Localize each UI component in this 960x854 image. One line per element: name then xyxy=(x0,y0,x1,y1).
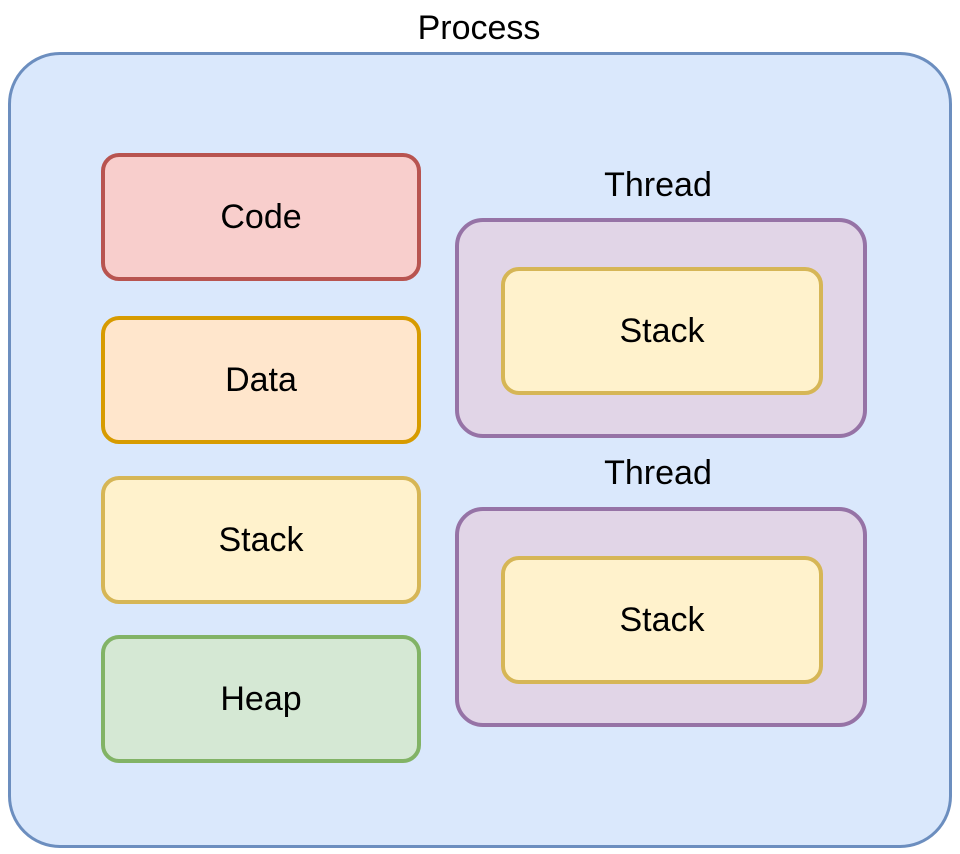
thread-2-stack-label: Stack xyxy=(619,601,705,639)
memory-segment-stack-label: Stack xyxy=(218,521,304,559)
memory-segment-data: Data xyxy=(101,316,421,444)
memory-segment-code: Code xyxy=(101,153,421,281)
memory-segment-heap: Heap xyxy=(101,635,421,763)
thread-1-title: Thread xyxy=(604,166,712,204)
process-container: Code Data Stack Heap Thread Stack Thread… xyxy=(8,52,952,848)
thread-1-stack-label: Stack xyxy=(619,312,705,350)
memory-segment-heap-label: Heap xyxy=(220,680,302,718)
thread-1-stack: Stack xyxy=(501,267,823,395)
thread-2-stack: Stack xyxy=(501,556,823,684)
memory-segment-data-label: Data xyxy=(225,361,297,399)
process-title: Process xyxy=(417,9,541,47)
thread-2-container: Stack xyxy=(455,507,867,727)
thread-1-container: Stack xyxy=(455,218,867,438)
memory-segment-stack: Stack xyxy=(101,476,421,604)
memory-segment-code-label: Code xyxy=(220,198,302,236)
thread-2-title: Thread xyxy=(604,454,712,492)
